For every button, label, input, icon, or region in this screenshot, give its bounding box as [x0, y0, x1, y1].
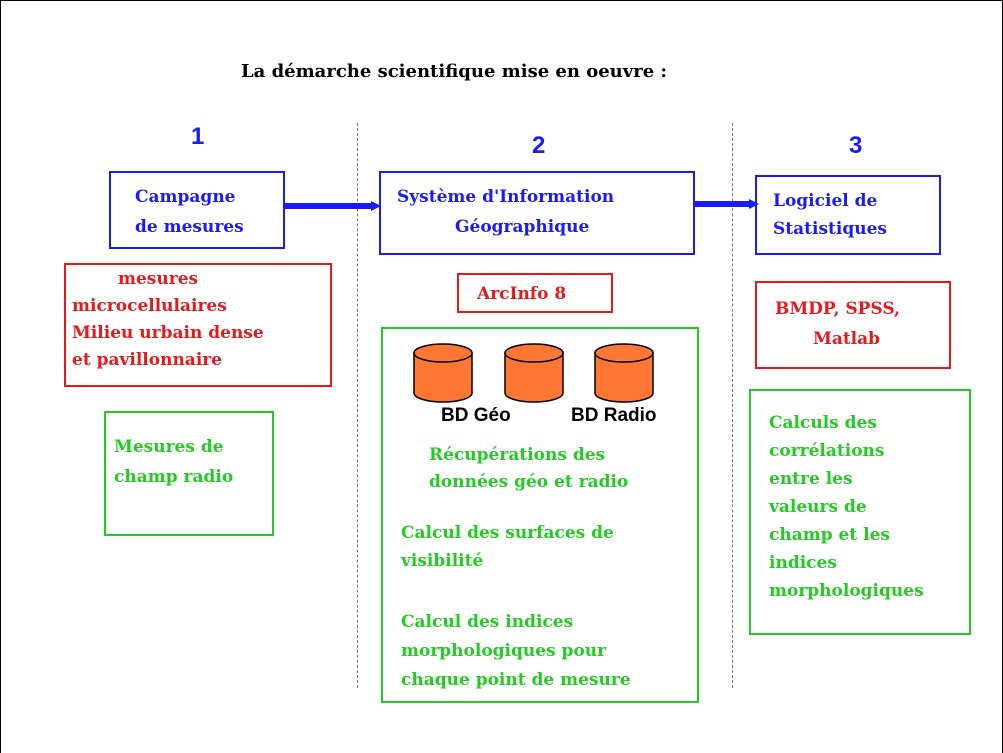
arrow-2-to-3 [695, 199, 759, 209]
calculs-line-4: valeurs de [769, 497, 867, 517]
arcinfo-box: ArcInfo 8 [457, 273, 613, 313]
mesures-line-2: microcellulaires [72, 296, 227, 316]
mesures-line-3: Milieu urbain dense [72, 323, 264, 343]
campagne-box: Campagne de mesures [109, 171, 285, 249]
calculs-line-5: champ et les [769, 525, 890, 545]
logiciel-line-1: Logiciel de [773, 191, 878, 211]
surfaces-line-1: Calcul des surfaces de [401, 523, 614, 543]
logiciel-line-2: Statistiques [773, 219, 887, 239]
mesures-line-4: et pavillonnaire [72, 350, 223, 370]
recup-line-2: données géo et radio [429, 472, 629, 492]
calculs-box: Calculs des corrélations entre les valeu… [749, 389, 971, 635]
mesures-line-1: mesures [118, 269, 199, 289]
surfaces-line-2: visibilité [401, 551, 484, 571]
calculs-line-2: corrélations [769, 441, 885, 461]
recup-line-1: Récupérations des [429, 445, 606, 465]
mesures-champ-box: Mesures de champ radio [104, 411, 274, 536]
database-cylinders [413, 343, 654, 403]
bmdp-line-2: Matlab [813, 329, 881, 349]
cylinder-icon-3 [594, 343, 654, 403]
cylinder-icon-1 [413, 343, 473, 403]
step-number-2: 2 [532, 132, 546, 159]
campagne-line-1: Campagne [135, 187, 236, 207]
sig-line-2: Géographique [455, 217, 590, 237]
mesures-red-box: mesures microcellulaires Milieu urbain d… [64, 263, 332, 387]
bmdp-line-1: BMDP, SPSS, [775, 299, 900, 319]
indices-line-2: morphologiques pour [401, 641, 607, 661]
sig-green-box: BD Géo BD Radio Récupérations des donnée… [381, 327, 699, 703]
sig-line-1: Système d'Information [397, 187, 615, 207]
separator-right [732, 123, 733, 688]
calculs-line-3: entre les [769, 469, 853, 489]
separator-left [357, 123, 358, 688]
arcinfo-label: ArcInfo 8 [477, 284, 567, 304]
bmdp-box: BMDP, SPSS, Matlab [755, 281, 951, 369]
sig-box: Système d'Information Géographique [379, 171, 695, 255]
cylinder-icon-2 [504, 343, 564, 403]
diagram-title: La démarche scientifique mise en oeuvre … [241, 61, 668, 82]
champ-line-1: Mesures de [114, 437, 224, 457]
champ-line-2: champ radio [114, 467, 234, 487]
logiciel-box: Logiciel de Statistiques [755, 175, 941, 255]
arrow-1-to-2 [285, 201, 381, 211]
db-label-radio: BD Radio [571, 405, 657, 426]
calculs-line-1: Calculs des [769, 413, 877, 433]
calculs-line-7: morphologiques [769, 581, 924, 601]
indices-line-1: Calcul des indices [401, 612, 574, 632]
indices-line-3: chaque point de mesure [401, 670, 631, 690]
campagne-line-2: de mesures [135, 217, 244, 237]
calculs-line-6: indices [769, 553, 837, 573]
step-number-1: 1 [191, 123, 205, 150]
step-number-3: 3 [849, 132, 863, 159]
db-label-geo: BD Géo [441, 405, 511, 426]
